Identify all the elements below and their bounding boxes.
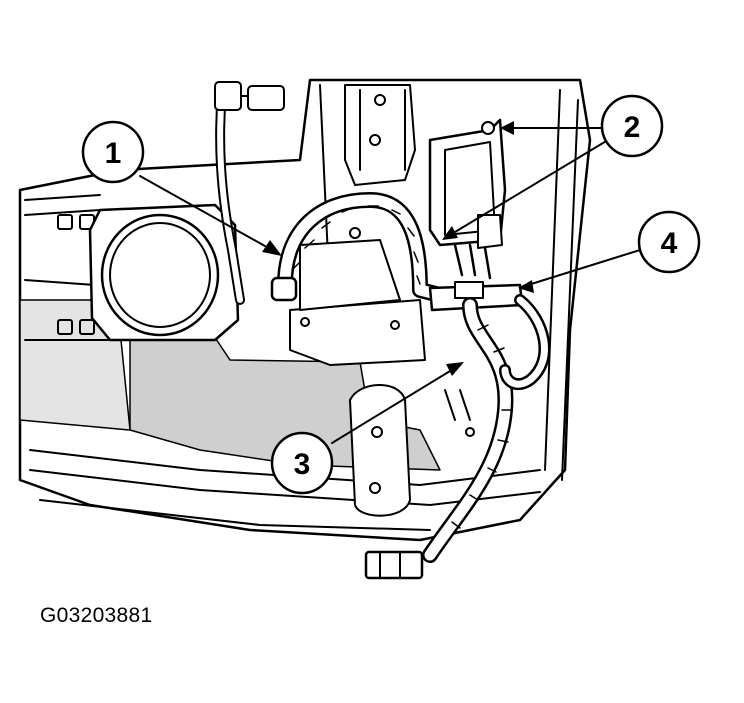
harness-junction-clip [428, 281, 524, 312]
callout-label-1: 1 [105, 137, 122, 170]
upper-harness [214, 81, 285, 305]
callout-label-4: 4 [661, 227, 678, 260]
arrowhead-4 [518, 280, 534, 293]
leader-lines [139, 127, 641, 444]
arrowhead-3 [446, 362, 464, 376]
arrowhead-1 [262, 240, 282, 256]
callout-circle-4 [637, 210, 701, 274]
leader-line-2b [449, 139, 609, 236]
leader-line-3 [331, 367, 456, 444]
callout-label-2: 2 [624, 111, 641, 144]
curved-harness [270, 192, 448, 303]
lower-harness [364, 294, 551, 580]
callout-circle-2 [600, 94, 664, 158]
callout-label-3: 3 [294, 448, 311, 481]
arrowheads [262, 121, 534, 376]
callout-circle-3 [270, 431, 334, 495]
mid-panel-plate [289, 227, 426, 366]
figure-id: G03203881 [40, 604, 153, 627]
lower-boss [349, 384, 475, 517]
leader-line-1 [139, 175, 273, 251]
upper-bracket [344, 84, 416, 186]
arrowhead-2a [500, 121, 514, 135]
left-panel-ribs [24, 194, 121, 341]
arrowhead-2b [442, 226, 458, 240]
speaker-opening [88, 203, 240, 342]
callout-circle-1 [81, 120, 145, 184]
leader-line-4 [527, 249, 641, 286]
